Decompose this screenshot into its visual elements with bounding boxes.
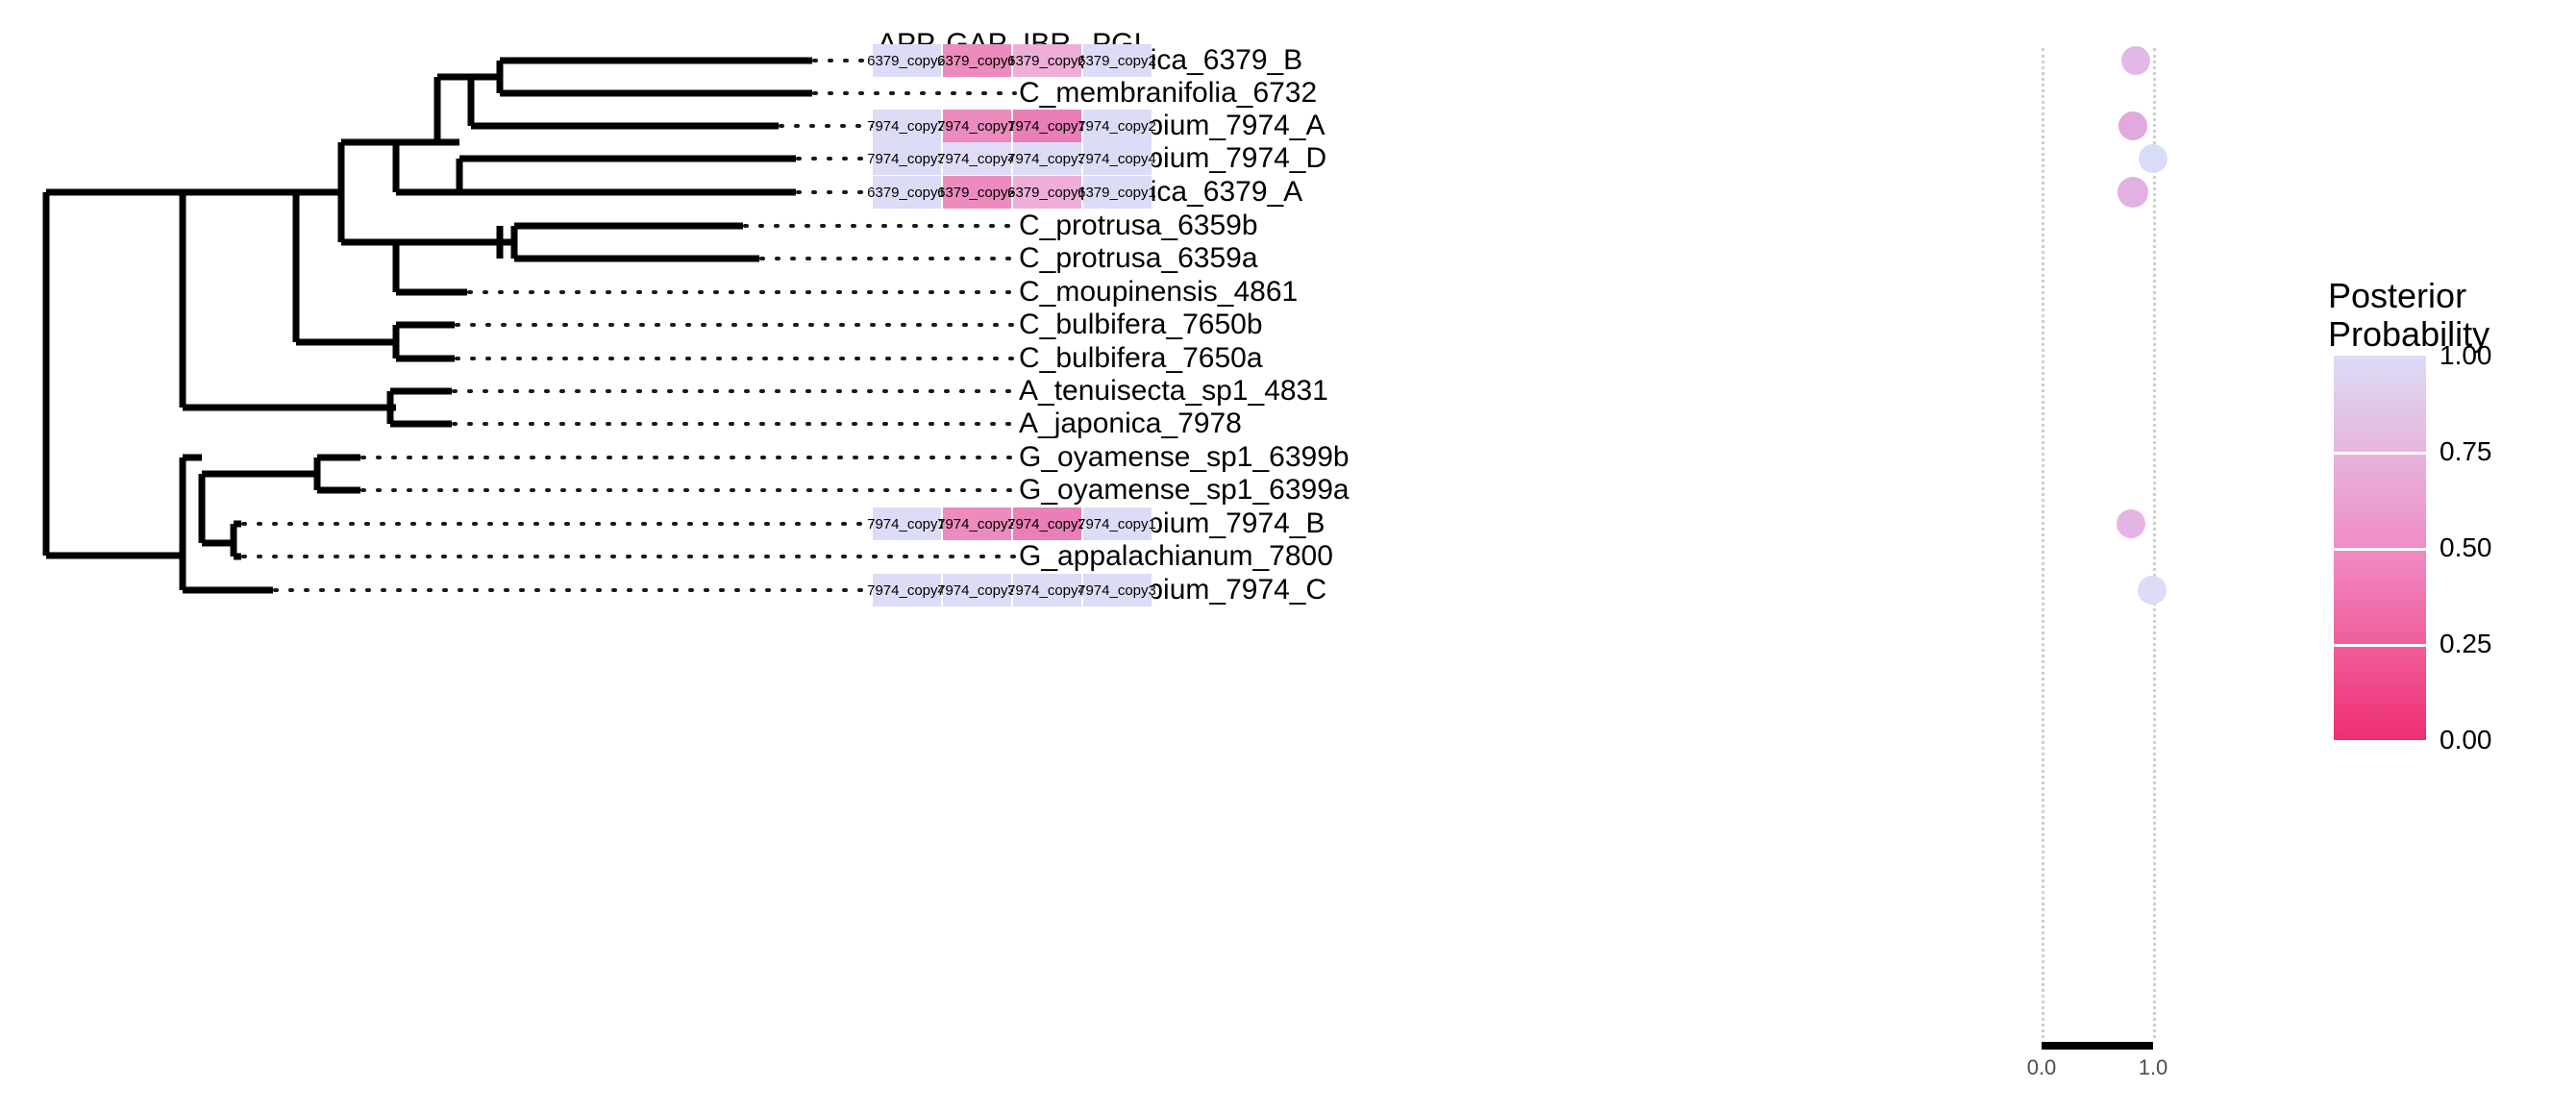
posterior-probability-dot [2121, 46, 2151, 75]
posterior-probability-dot [2118, 177, 2149, 208]
tip-label: A_japonica_7978 [1019, 408, 1242, 439]
colorbar-tick [2334, 548, 2426, 551]
heatmap-cell: 7974_copy4 [1077, 142, 1156, 175]
heatmap-cell: 7974_copy1 [937, 110, 1016, 142]
colorbar-tick [2334, 740, 2426, 743]
heatmap-cell: 7974_copy1 [867, 507, 946, 540]
colorbar-tick-label: 0.75 [2440, 436, 2492, 466]
colorbar-tick-label: 0.25 [2440, 629, 2492, 658]
heatmap-cell: 7974_copy2 [937, 507, 1016, 540]
tip-label: C_protrusa_6359a [1019, 242, 1258, 274]
colorbar-tick-label: 0.00 [2440, 725, 2492, 754]
tip-label: C_bulbifera_7650b [1019, 309, 1263, 340]
heatmap-cell: 6379_copy2 [1077, 44, 1156, 77]
legend-panel: Posterior Probability 1.00 0.75 0.50 0.25 0.… [2268, 0, 2576, 1113]
colorbar-tick-label: 1.00 [2440, 340, 2492, 370]
heatmap-cell: 7974_copy2 [1007, 507, 1086, 540]
axis-bar [2042, 1042, 2153, 1050]
heatmap-cell: 6379_copy1 [937, 44, 1016, 77]
heatmap-cell: 7974_copy2 [1077, 110, 1156, 142]
colorbar-tick [2334, 452, 2426, 455]
tip-label: C_bulbifera_7650a [1019, 342, 1263, 374]
tip-label: C_protrusa_6359b [1019, 210, 1258, 241]
posterior-probability-dot [2116, 509, 2145, 538]
tip-label: A_tenuisecta_sp1_4831 [1019, 375, 1328, 407]
heatmap-cell: 7974_copy3 [867, 142, 946, 175]
heatmap-cell: 6379_copy1 [1007, 176, 1086, 209]
heatmap-cell: 6379_copy1 [867, 176, 946, 209]
posterior-probability-dotplot: 0.0 1.0 [1980, 0, 2268, 1113]
heatmap-cell: 7974_copy3 [1007, 142, 1086, 175]
heatmap-cell: 7974_copy2 [867, 110, 946, 142]
heatmap-cell: 7974_copy1 [1007, 110, 1086, 142]
colorbar-tick-label: 0.50 [2440, 532, 2492, 562]
heatmap-cell: 6379_copy2 [867, 44, 946, 77]
heatmap-cell: 7974_copy4 [867, 574, 946, 606]
tip-label: C_membranifolia_6732 [1019, 77, 1318, 109]
tip-label: C_moupinensis_4861 [1019, 276, 1299, 308]
tip-label: G_appalachianum_7800 [1019, 540, 1333, 572]
posterior-probability-dot [2138, 576, 2167, 605]
tree-cladogram [42, 57, 1017, 594]
colorbar-tick [2334, 356, 2426, 359]
dotplot-gridline [2042, 48, 2047, 1038]
legend-title: Posterior Probability [2328, 276, 2490, 355]
heatmap-cell: 6379_copy2 [1007, 44, 1086, 77]
posterior-probability-dot [2118, 111, 2148, 140]
heatmap-cell: 7974_copy4 [1007, 574, 1086, 606]
heatmap-cell: 7974_copy3 [1077, 574, 1156, 606]
colorbar-tick [2334, 644, 2426, 647]
dotplot-gridline [2153, 48, 2159, 1038]
gene-copy-heatmap: APPGAPIBRPGI 6379_copy26379_copy16379_co… [867, 0, 1980, 1113]
posterior-probability-dot [2139, 144, 2167, 173]
tip-label: G_oyamense_sp1_6399b [1019, 441, 1350, 473]
tip-label: G_oyamense_sp1_6399a [1019, 474, 1350, 506]
axis-tick-label: 1.0 [2138, 1055, 2168, 1079]
heatmap-cell: 7974_copy1 [1077, 507, 1156, 540]
heatmap-cell: 7974_copy4 [937, 142, 1016, 175]
heatmap-cell: 6379_copy2 [937, 176, 1016, 209]
axis-tick-label: 0.0 [2026, 1055, 2057, 1079]
heatmap-cell: 7974_copy3 [937, 574, 1016, 606]
heatmap-cell: 6379_copy1 [1077, 176, 1156, 209]
